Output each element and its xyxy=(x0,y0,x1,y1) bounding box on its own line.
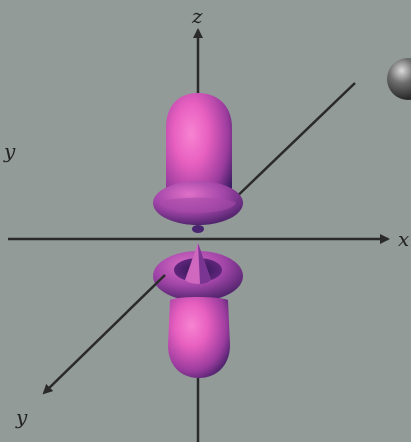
upper-torus xyxy=(153,181,243,233)
lower-cone xyxy=(185,243,211,284)
upper-lobe xyxy=(166,93,232,210)
y-axis-front-line xyxy=(42,274,166,395)
z-axis-label: z xyxy=(191,4,203,28)
x-axis-label: x xyxy=(398,227,409,251)
y-axis-back-line xyxy=(227,82,356,206)
gray-sphere-icon xyxy=(387,58,411,100)
y-axis-front-label: y xyxy=(15,405,28,429)
y-axis-back-label: y xyxy=(3,139,16,163)
lower-lobe xyxy=(168,297,230,378)
